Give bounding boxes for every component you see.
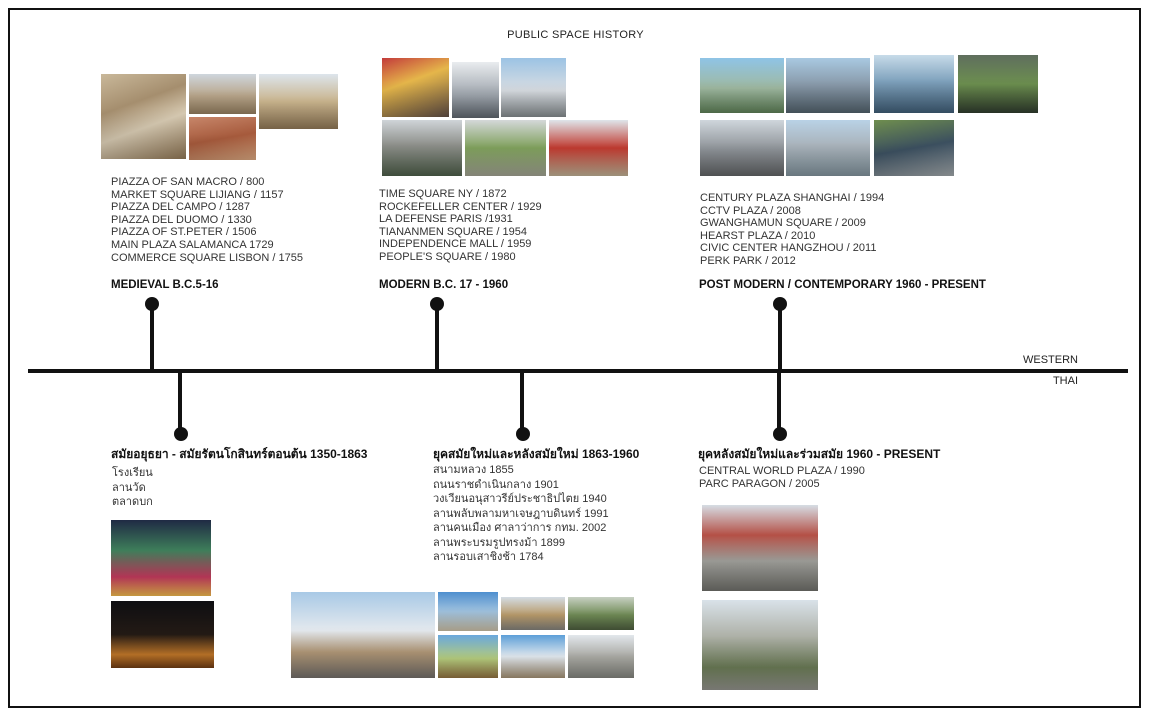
- photo-plaza-aerial: [874, 120, 954, 176]
- photo-sanam-luang: [291, 592, 435, 678]
- list-item: CENTURY PLAZA SHANGHAI / 1994: [700, 192, 885, 204]
- list-item: INDEPENDENCE MALL / 1959: [379, 238, 532, 251]
- list-item: ลานรอบเสาชิงช้า 1784: [433, 551, 544, 563]
- list-item: ถนนราชดำเนินกลาง 1901: [433, 478, 559, 491]
- photo-parc-paragon: [702, 600, 818, 690]
- list-item: ลานคนเมือง ศาลาว่าการ กทม. 2002: [433, 522, 607, 534]
- photo-piazza-san-marco: [101, 74, 186, 159]
- photo-modern-dome: [501, 58, 566, 117]
- list-item: COMMERCE SQUARE LISBON / 1755: [111, 251, 303, 264]
- postmodern-list: CENTURY PLAZA SHANGHAI / 1994 CCTV PLAZA…: [700, 192, 884, 268]
- modern-list: TIME SQUARE NY / 1872 ROCKEFELLER CENTER…: [379, 188, 542, 264]
- photo-temple-night: [111, 601, 214, 668]
- list-item: TIANANMEN SQUARE / 1954: [379, 225, 527, 238]
- timeline-axis: [28, 369, 1128, 373]
- thai-contemporary-label: ยุคหลังสมัยใหม่และร่วมสมัย 1960 - PRESEN…: [698, 447, 941, 461]
- photo-hearst-plaza: [958, 55, 1038, 113]
- photo-independence-mall: [465, 120, 546, 176]
- page-title: PUBLIC SPACE HISTORY: [507, 29, 644, 41]
- list-item: สนามหลวง 1855: [433, 464, 514, 476]
- photo-perk-park: [786, 120, 870, 176]
- list-item: ROCKEFELLER CENTER / 1929: [379, 200, 542, 213]
- photo-time-square: [382, 58, 449, 117]
- photo-piazza-del-duomo: [259, 74, 338, 129]
- postmodern-stem: [778, 305, 782, 370]
- list-item: PERK PARK / 2012: [700, 254, 796, 267]
- photo-tiananmen-square: [549, 120, 628, 176]
- list-item: GWANGHAMUN SQUARE / 2009: [700, 217, 866, 230]
- list-item: HEARST PLAZA / 2010: [700, 229, 816, 242]
- list-item: CCTV PLAZA / 2008: [700, 204, 801, 217]
- photo-century-plaza: [700, 58, 784, 113]
- thai-axis-label: THAI: [1052, 375, 1078, 387]
- list-item: PARC PARAGON / 2005: [699, 477, 820, 490]
- photo-piazza-del-campo: [189, 117, 256, 160]
- list-item: ลานวัด: [112, 481, 146, 494]
- thai-contemporary-marker: [773, 427, 787, 441]
- list-item: PIAZZA DEL DUOMO / 1330: [111, 213, 252, 226]
- photo-temple-festival: [111, 520, 211, 596]
- photo-market-square: [189, 74, 256, 114]
- medieval-list: PIAZZA OF SAN MACRO / 800 MARKET SQUARE …: [111, 176, 303, 264]
- list-item: PIAZZA OF ST.PETER / 1506: [111, 226, 257, 239]
- thai-modern-list: สนามหลวง 1855 ถนนราชดำเนินกลาง 1901 วงเว…: [433, 463, 609, 565]
- thai-modern-label: ยุคสมัยใหม่และหลังสมัยใหม่ 1863-1960: [433, 447, 640, 461]
- photo-cctv-plaza: [786, 58, 870, 113]
- modern-stem: [435, 305, 439, 370]
- ayutthaya-stem: [178, 372, 182, 434]
- thai-contemporary-list: CENTRAL WORLD PLAZA / 1990 PARC PARAGON …: [699, 465, 865, 490]
- photo-rockefeller-center: [382, 120, 462, 176]
- photo-gwanghamun-square: [874, 55, 954, 113]
- list-item: CENTRAL WORLD PLAZA / 1990: [699, 465, 865, 477]
- medieval-stem: [150, 305, 154, 370]
- list-item: วงเวียนอนุสาวรีย์ประชาธิปไตย 1940: [433, 493, 607, 505]
- ayutthaya-marker: [174, 427, 188, 441]
- medieval-label: MEDIEVAL B.C.5-16: [111, 279, 219, 291]
- photo-civic-center: [700, 120, 784, 176]
- list-item: ลานพระบรมรูปทรงม้า 1899: [433, 536, 566, 549]
- modern-marker: [430, 297, 444, 311]
- thai-modern-stem: [520, 372, 524, 434]
- list-item: MARKET SQUARE LIJIANG / 1157: [111, 188, 284, 201]
- list-item: ลานพลับพลามหาเจษฎาบดินทร์ 1991: [433, 507, 609, 520]
- list-item: TIME SQUARE NY / 1872: [379, 188, 507, 200]
- list-item: PEOPLE'S SQUARE / 1980: [379, 250, 516, 263]
- photo-royal-plaza: [501, 635, 565, 678]
- list-item: PIAZZA DEL CAMPO / 1287: [111, 201, 250, 214]
- western-axis-label: WESTERN: [1023, 354, 1078, 366]
- list-item: LA DEFENSE PARIS /1931: [379, 213, 513, 226]
- ayutthaya-label: สมัยอยุธยา - สมัยรัตนโกสินทร์ตอนต้น 1350…: [111, 447, 368, 461]
- photo-democracy-monument: [501, 597, 565, 630]
- photo-la-defense: [452, 62, 499, 118]
- list-item: โรงเรียน: [112, 467, 153, 479]
- photo-city-hall: [438, 635, 498, 678]
- thai-modern-marker: [516, 427, 530, 441]
- postmodern-marker: [773, 297, 787, 311]
- photo-giant-swing: [568, 635, 634, 678]
- list-item: CIVIC CENTER HANGZHOU / 2011: [700, 242, 877, 255]
- medieval-marker: [145, 297, 159, 311]
- photo-central-world-plaza: [702, 505, 818, 591]
- list-item: ตลาดบก: [112, 496, 153, 508]
- list-item: PIAZZA OF SAN MACRO / 800: [111, 176, 265, 188]
- photo-rajdamnern: [438, 592, 498, 631]
- list-item: MAIN PLAZA SALAMANCA 1729: [111, 238, 274, 251]
- postmodern-label: POST MODERN / CONTEMPORARY 1960 - PRESEN…: [699, 279, 986, 291]
- thai-contemporary-stem: [777, 372, 781, 434]
- ayutthaya-list: โรงเรียน ลานวัด ตลาดบก: [112, 466, 153, 510]
- modern-label: MODERN B.C. 17 - 1960: [379, 279, 509, 291]
- photo-mahajetsadabodin: [568, 597, 634, 630]
